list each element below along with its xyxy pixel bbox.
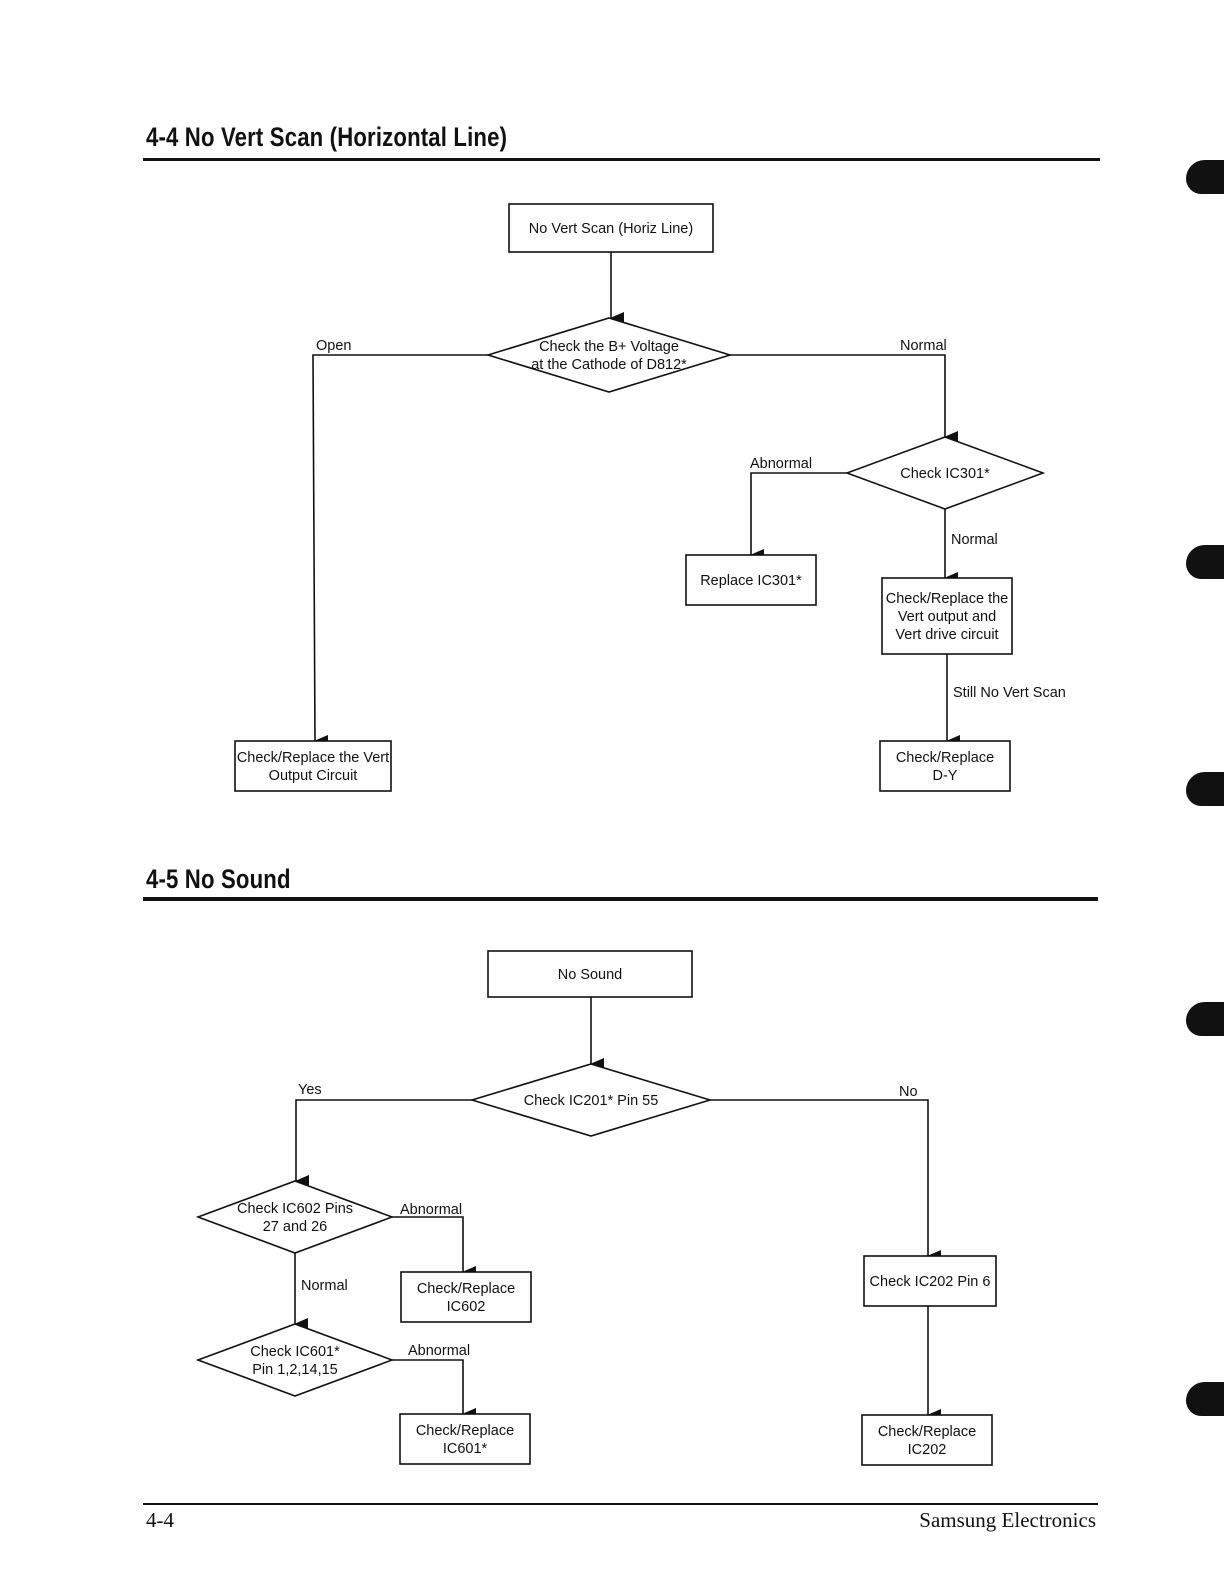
page-number: 4-4 bbox=[146, 1508, 174, 1532]
process-node-n1: No Vert Scan (Horiz Line) bbox=[508, 203, 714, 253]
node-text: IC602 bbox=[447, 1299, 486, 1315]
node-text: IC202 bbox=[908, 1442, 947, 1458]
node-text: No Vert Scan (Horiz Line) bbox=[529, 221, 693, 237]
process-node-m1: No Sound bbox=[487, 950, 693, 998]
decision-node-m5: Check IC601* Pin 1,2,14,15 bbox=[195, 1323, 395, 1397]
edge-label: Normal bbox=[900, 338, 947, 354]
node-text: Check IC301* bbox=[900, 466, 990, 482]
process-node-m7: Check IC202 Pin 6 bbox=[863, 1255, 997, 1307]
node-text: Check/Replace bbox=[416, 1423, 514, 1439]
edge-label: No bbox=[899, 1084, 918, 1100]
process-box bbox=[400, 1271, 532, 1323]
node-text: Check IC601* bbox=[250, 1344, 340, 1360]
node-text: Check IC202 Pin 6 bbox=[870, 1274, 991, 1290]
node-text: No Sound bbox=[558, 967, 623, 983]
node-text: Vert drive circuit bbox=[895, 627, 998, 643]
edge-label: Yes bbox=[298, 1082, 322, 1098]
decision-node-n3: Check IC301* bbox=[844, 436, 1046, 510]
tab-mark bbox=[1186, 1002, 1224, 1036]
flow-arrow-n2-n3 bbox=[730, 354, 958, 443]
tab-mark bbox=[1186, 772, 1224, 806]
process-box bbox=[234, 740, 392, 792]
process-box bbox=[685, 554, 817, 606]
decision-diamond bbox=[469, 1063, 713, 1137]
decision-diamond bbox=[844, 436, 1046, 510]
node-text: Check IC201* Pin 55 bbox=[524, 1093, 659, 1109]
node-text: Check/Replace bbox=[896, 750, 994, 766]
flow-arrow-m3-m4 bbox=[392, 1216, 476, 1278]
flow-arrow-m2-m3 bbox=[295, 1099, 472, 1187]
process-box bbox=[487, 950, 693, 998]
footer-company: Samsung Electronics bbox=[919, 1508, 1096, 1532]
process-box bbox=[508, 203, 714, 253]
section-rule bbox=[143, 897, 1098, 901]
node-text: 27 and 26 bbox=[263, 1219, 328, 1235]
process-node-n4: Replace IC301* bbox=[685, 554, 817, 606]
decision-diamond bbox=[195, 1323, 395, 1397]
node-text: Replace IC301* bbox=[700, 573, 802, 589]
process-box bbox=[861, 1414, 993, 1466]
node-text: Check/Replace the bbox=[886, 591, 1009, 607]
section-title-no-vert-scan: 4-4 No Vert Scan (Horizontal Line) bbox=[146, 122, 508, 152]
edge-label: Abnormal bbox=[400, 1202, 462, 1218]
edge-label: Abnormal bbox=[408, 1343, 470, 1359]
section-rule bbox=[143, 158, 1100, 161]
node-text: Check/Replace bbox=[417, 1281, 515, 1297]
section-title-no-sound: 4-5 No Sound bbox=[146, 864, 291, 894]
tab-mark bbox=[1186, 1382, 1224, 1416]
flow-arrow-n2-n7 bbox=[312, 354, 488, 747]
process-box bbox=[863, 1255, 997, 1307]
edge-label: Open bbox=[316, 338, 351, 354]
process-box bbox=[399, 1413, 531, 1465]
node-text: Check/Replace the Vert bbox=[237, 750, 389, 766]
node-text: Output Circuit bbox=[269, 768, 358, 784]
node-text: Check IC602 Pins bbox=[237, 1201, 353, 1217]
tab-mark bbox=[1186, 160, 1224, 194]
edge-label: Normal bbox=[951, 532, 998, 548]
node-text: Pin 1,2,14,15 bbox=[252, 1362, 337, 1378]
decision-node-m3: Check IC602 Pins 27 and 26 bbox=[195, 1180, 395, 1254]
flow-arrow-n3-n4 bbox=[750, 472, 847, 561]
node-text: IC601* bbox=[443, 1441, 488, 1457]
edge-label: Abnormal bbox=[750, 456, 812, 472]
node-text: D-Y bbox=[933, 768, 958, 784]
process-box bbox=[879, 740, 1011, 792]
node-text: Vert output and bbox=[898, 609, 996, 625]
node-text: Check/Replace bbox=[878, 1424, 976, 1440]
process-box bbox=[881, 577, 1013, 655]
node-text: at the Cathode of D812* bbox=[531, 357, 687, 373]
decision-node-n2: Check the B+ Voltage at the Cathode of D8… bbox=[485, 317, 733, 393]
edge-label: Normal bbox=[301, 1278, 348, 1294]
decision-diamond bbox=[195, 1180, 395, 1254]
flow-arrow-m5-m6 bbox=[392, 1359, 476, 1420]
edge-label: Still No Vert Scan bbox=[953, 685, 1066, 701]
decision-diamond bbox=[485, 317, 733, 393]
footer-rule bbox=[143, 1503, 1098, 1505]
decision-node-m2: Check IC201* Pin 55 bbox=[469, 1063, 713, 1137]
flow-arrow-m2-m7 bbox=[710, 1099, 941, 1262]
node-text: Check the B+ Voltage bbox=[539, 339, 679, 355]
tab-mark bbox=[1186, 545, 1224, 579]
